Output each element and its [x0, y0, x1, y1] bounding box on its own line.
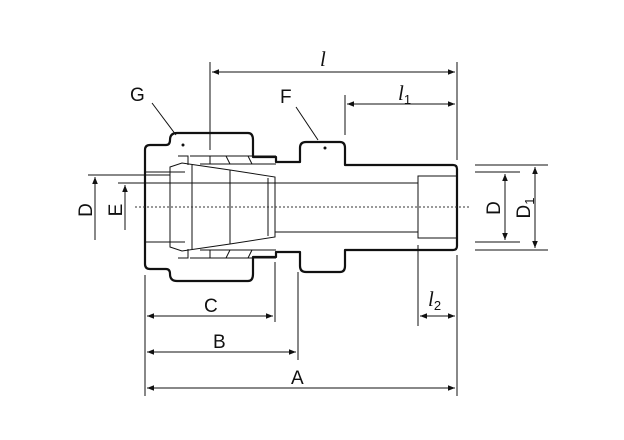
- label-l1: l1: [398, 81, 411, 107]
- label-G: G: [130, 85, 145, 106]
- label-B: B: [213, 332, 226, 353]
- label-C: C: [204, 296, 218, 317]
- label-l2: l2: [428, 287, 441, 313]
- label-F: F: [280, 87, 292, 108]
- label-D1: D1: [514, 198, 537, 219]
- fitting-outline: [88, 131, 459, 283]
- label-D-left: D: [76, 203, 97, 217]
- label-E: E: [106, 204, 127, 217]
- label-A: A: [291, 368, 304, 389]
- label-D-right: D: [484, 201, 505, 215]
- label-l: l: [320, 47, 326, 71]
- nut-outline: [143, 131, 459, 283]
